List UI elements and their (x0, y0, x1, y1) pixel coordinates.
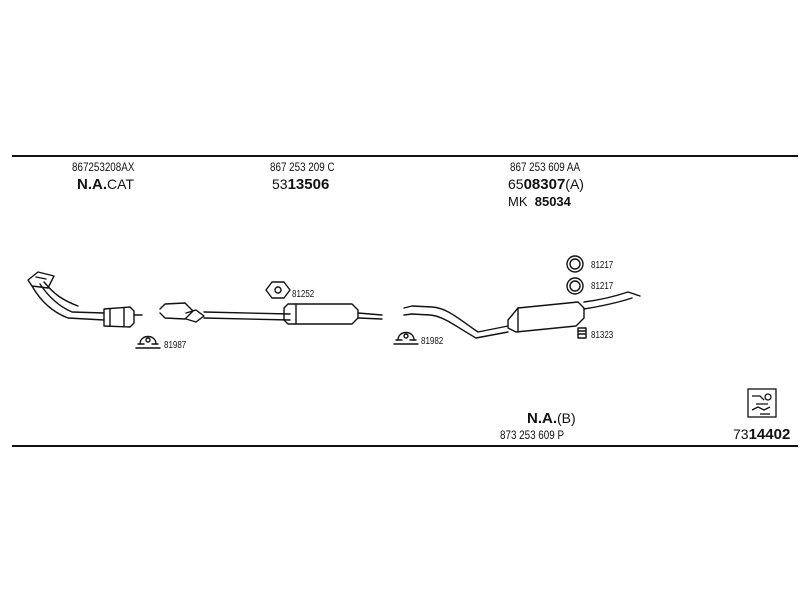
code-main: N.A. (77, 176, 107, 193)
clamp-label-c2: 81252 (292, 289, 315, 300)
mk-value: 85034 (534, 194, 571, 209)
clamp-label-c3: 81982 (421, 336, 444, 347)
code-bottom: N.A.(B) (527, 410, 576, 427)
clamp-label-c5: 81217 (591, 281, 614, 292)
part-number-front-pipe: 867253208AX (72, 160, 135, 174)
front-pipe-with-catalyst (27, 271, 143, 328)
code-main: N.A. (527, 410, 557, 427)
clamp-c5-icon (566, 277, 584, 295)
part-number-bottom: 873 253 609 P (500, 428, 565, 442)
reference-number: 7314402 (733, 426, 790, 443)
clamp-c6-icon (577, 327, 587, 339)
clamp-label-c1: 81987 (164, 340, 187, 351)
part-number-rear-silencer: 867 253 609 AA (510, 160, 581, 174)
ref-main: 14402 (748, 426, 791, 443)
code-suffix: (B) (557, 410, 576, 426)
code-rear-silencer: 6508307(A) (508, 176, 584, 193)
bottom-rule (12, 445, 798, 447)
clamp-c3-icon (393, 331, 419, 345)
clamp-c4-icon (566, 255, 584, 273)
code-middle-silencer: 5313506 (272, 176, 329, 193)
code-main: 13506 (287, 176, 330, 193)
code-front-pipe: N.A.CAT (77, 176, 134, 193)
clamp-c1-icon (135, 335, 161, 349)
clamp-label-c6: 81323 (591, 330, 614, 341)
clamp-c2-icon (265, 281, 291, 299)
top-rule (12, 155, 798, 157)
code-prefix: 65 (508, 176, 524, 192)
part-number-middle-silencer: 867 253 209 C (270, 160, 335, 174)
mounting-kit: MK 85034 (508, 194, 571, 209)
mk-label: MK (508, 194, 528, 209)
ref-prefix: 73 (733, 426, 749, 442)
clamp-label-c4: 81217 (591, 260, 614, 271)
code-suffix: (A) (565, 176, 584, 192)
code-main: 08307 (523, 176, 566, 193)
code-prefix: 53 (272, 176, 288, 192)
middle-pipe-with-silencer (159, 302, 383, 325)
rear-pipe-with-silencer (403, 291, 641, 339)
code-suffix: CAT (107, 176, 134, 192)
